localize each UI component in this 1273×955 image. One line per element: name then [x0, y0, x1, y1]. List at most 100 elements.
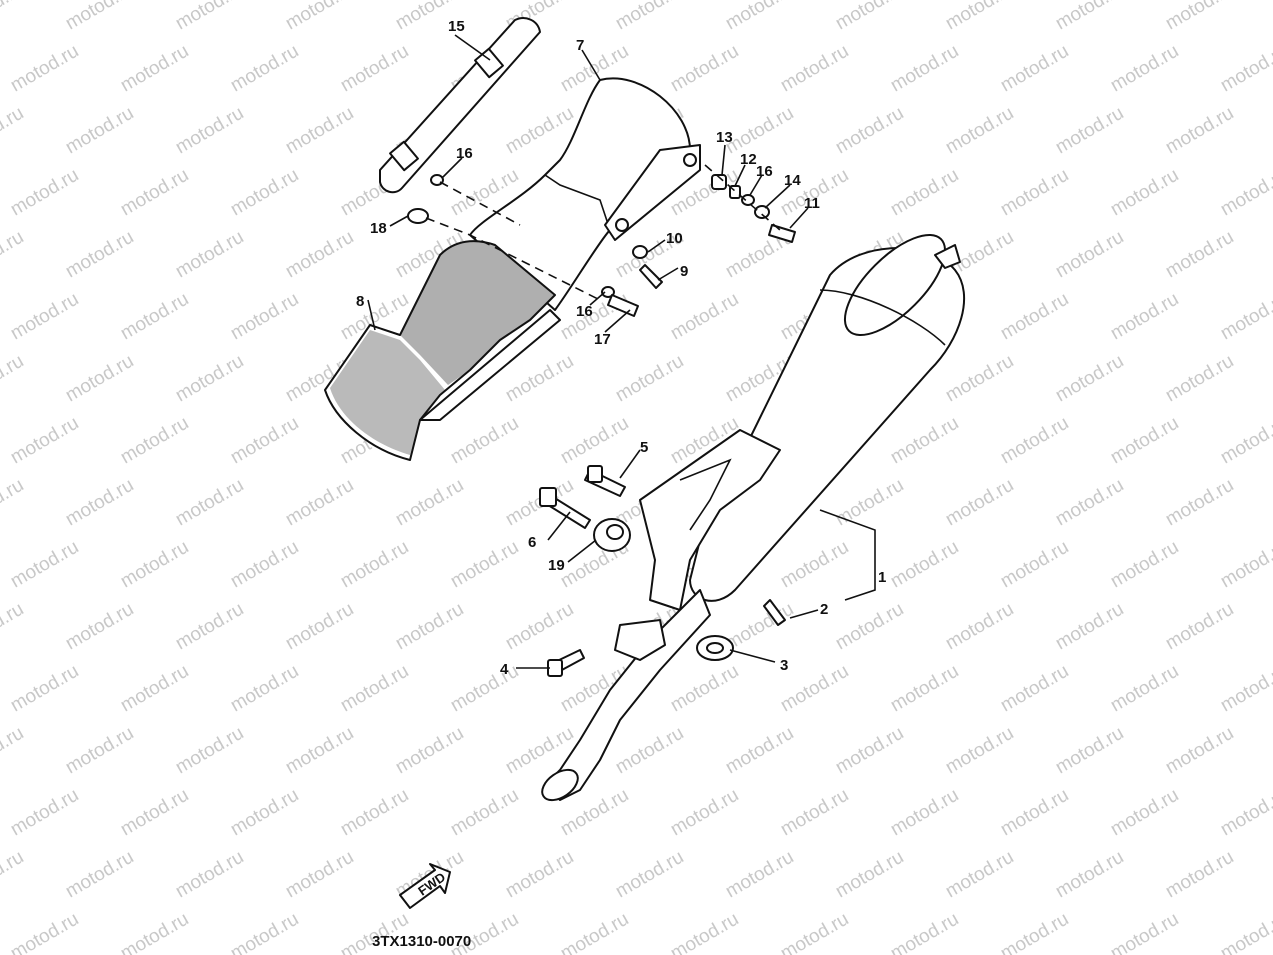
callout-4: 4	[500, 661, 509, 678]
callout-10: 10	[666, 230, 683, 247]
watermark-text: motod.ru	[0, 351, 27, 407]
watermark-text: motod.ru	[997, 661, 1072, 717]
watermark-text: motod.ru	[667, 661, 742, 717]
callout-16c: 16	[576, 303, 593, 320]
watermark-text: motod.ru	[667, 785, 742, 841]
watermark-text: motod.ru	[337, 537, 412, 593]
watermark-text: motod.ru	[337, 785, 412, 841]
callout-13: 13	[716, 129, 733, 146]
muffler	[541, 233, 966, 802]
watermark-text: motod.ru	[1107, 909, 1182, 955]
watermark-text: motod.ru	[227, 413, 302, 469]
callout-labels: 1 2 3 4 5 6 7 8 9 10 11 12 13 14 15 16 1…	[356, 18, 886, 678]
watermark-text: motod.ru	[832, 475, 907, 531]
watermark-text: motod.ru	[1052, 227, 1127, 283]
watermark-text: motod.ru	[887, 909, 962, 955]
watermark-text: motod.ru	[1052, 723, 1127, 779]
watermark-text: motod.ru	[887, 537, 962, 593]
watermark-text: motod.ru	[1052, 103, 1127, 159]
watermark-text: motod.ru	[447, 413, 522, 469]
watermark-text: motod.ru	[887, 41, 962, 97]
watermark-text: motod.ru	[502, 847, 577, 903]
watermark-text: motod.ru	[832, 599, 907, 655]
watermark-text: motod.ru	[0, 0, 27, 34]
watermark-text: motod.ru	[1052, 599, 1127, 655]
watermark-text: motod.ru	[172, 103, 247, 159]
watermark-text: motod.ru	[942, 599, 1017, 655]
watermark-text: motod.ru	[557, 413, 632, 469]
watermark-text: motod.ru	[172, 0, 247, 34]
bolt-17	[607, 294, 639, 317]
watermark-text: motod.ru	[832, 723, 907, 779]
callout-18: 18	[370, 220, 387, 237]
fasteners	[407, 174, 796, 677]
callout-16b: 16	[756, 163, 773, 180]
callout-15: 15	[448, 18, 465, 35]
watermark-text: motod.ru	[1162, 351, 1237, 407]
watermark-text: motod.ru	[7, 165, 82, 221]
callout-9: 9	[680, 263, 688, 280]
diagram-code: 3TX1310-0070	[372, 933, 471, 950]
watermark-text: motod.ru	[1107, 785, 1182, 841]
watermark-text: motod.ru	[997, 785, 1072, 841]
leader-lines	[367, 34, 876, 669]
watermark-text: motod.ru	[227, 661, 302, 717]
callout-7: 7	[576, 37, 584, 54]
watermark-text: motod.ru	[282, 227, 357, 283]
watermark-text: motod.ru	[117, 785, 192, 841]
watermark-text: motod.ru	[1107, 165, 1182, 221]
insulator-wrap	[324, 240, 561, 461]
watermark-text: motod.ru	[172, 847, 247, 903]
watermark-text: motod.ru	[1052, 847, 1127, 903]
callout-19: 19	[548, 557, 565, 574]
watermark-text: motod.ru	[0, 847, 27, 903]
watermark-text: motod.ru	[1107, 289, 1182, 345]
washer-16b	[601, 286, 615, 298]
watermark-text: motod.ru	[0, 723, 27, 779]
watermark-text: motod.ru	[1217, 289, 1273, 345]
grommet-18	[407, 208, 429, 224]
callout-6: 6	[528, 534, 536, 551]
heat-shield-cover	[469, 77, 701, 311]
watermark-text: motod.ru	[1217, 413, 1273, 469]
bolt-5-head	[587, 465, 603, 483]
watermark-text: motod.ru	[282, 0, 357, 34]
watermark-text: motod.ru	[1162, 599, 1237, 655]
watermark-text: motod.ru	[117, 41, 192, 97]
watermark-text: motod.ru	[227, 909, 302, 955]
watermark-text: motod.ru	[117, 165, 192, 221]
watermark-text: motod.ru	[612, 351, 687, 407]
watermark-text: motod.ru	[337, 41, 412, 97]
bolt-11	[768, 224, 796, 243]
watermark-text: motod.ru	[1217, 909, 1273, 955]
watermark-text: motod.ru	[1107, 41, 1182, 97]
bolt-4-head	[547, 659, 563, 677]
callout-17: 17	[594, 331, 611, 348]
watermark-text: motod.ru	[942, 847, 1017, 903]
watermark-text: motod.ru	[1052, 475, 1127, 531]
watermark-text: motod.ru	[7, 537, 82, 593]
watermark-text: motod.ru	[172, 351, 247, 407]
watermark-text: motod.ru	[942, 351, 1017, 407]
watermark-text: motod.ru	[667, 289, 742, 345]
watermark-text: motod.ru	[942, 0, 1017, 34]
watermark-text: motod.ru	[282, 475, 357, 531]
callout-5: 5	[640, 439, 648, 456]
watermark-text: motod.ru	[1052, 0, 1127, 34]
watermark-text: motod.ru	[612, 0, 687, 34]
watermark-text: motod.ru	[997, 41, 1072, 97]
watermark-text: motod.ru	[1107, 537, 1182, 593]
watermark-text: motod.ru	[1217, 537, 1273, 593]
watermark-text: motod.ru	[1162, 475, 1237, 531]
watermark-text: motod.ru	[1162, 0, 1237, 34]
watermark-text: motod.ru	[117, 289, 192, 345]
watermark-text: motod.ru	[1107, 413, 1182, 469]
watermark-text: motod.ru	[282, 599, 357, 655]
watermark-text: motod.ru	[1162, 103, 1237, 159]
watermark-text: motod.ru	[0, 227, 27, 283]
watermark-text: motod.ru	[62, 103, 137, 159]
watermark-text: motod.ru	[172, 227, 247, 283]
watermark-text: motod.ru	[1162, 847, 1237, 903]
watermark-text: motod.ru	[722, 0, 797, 34]
